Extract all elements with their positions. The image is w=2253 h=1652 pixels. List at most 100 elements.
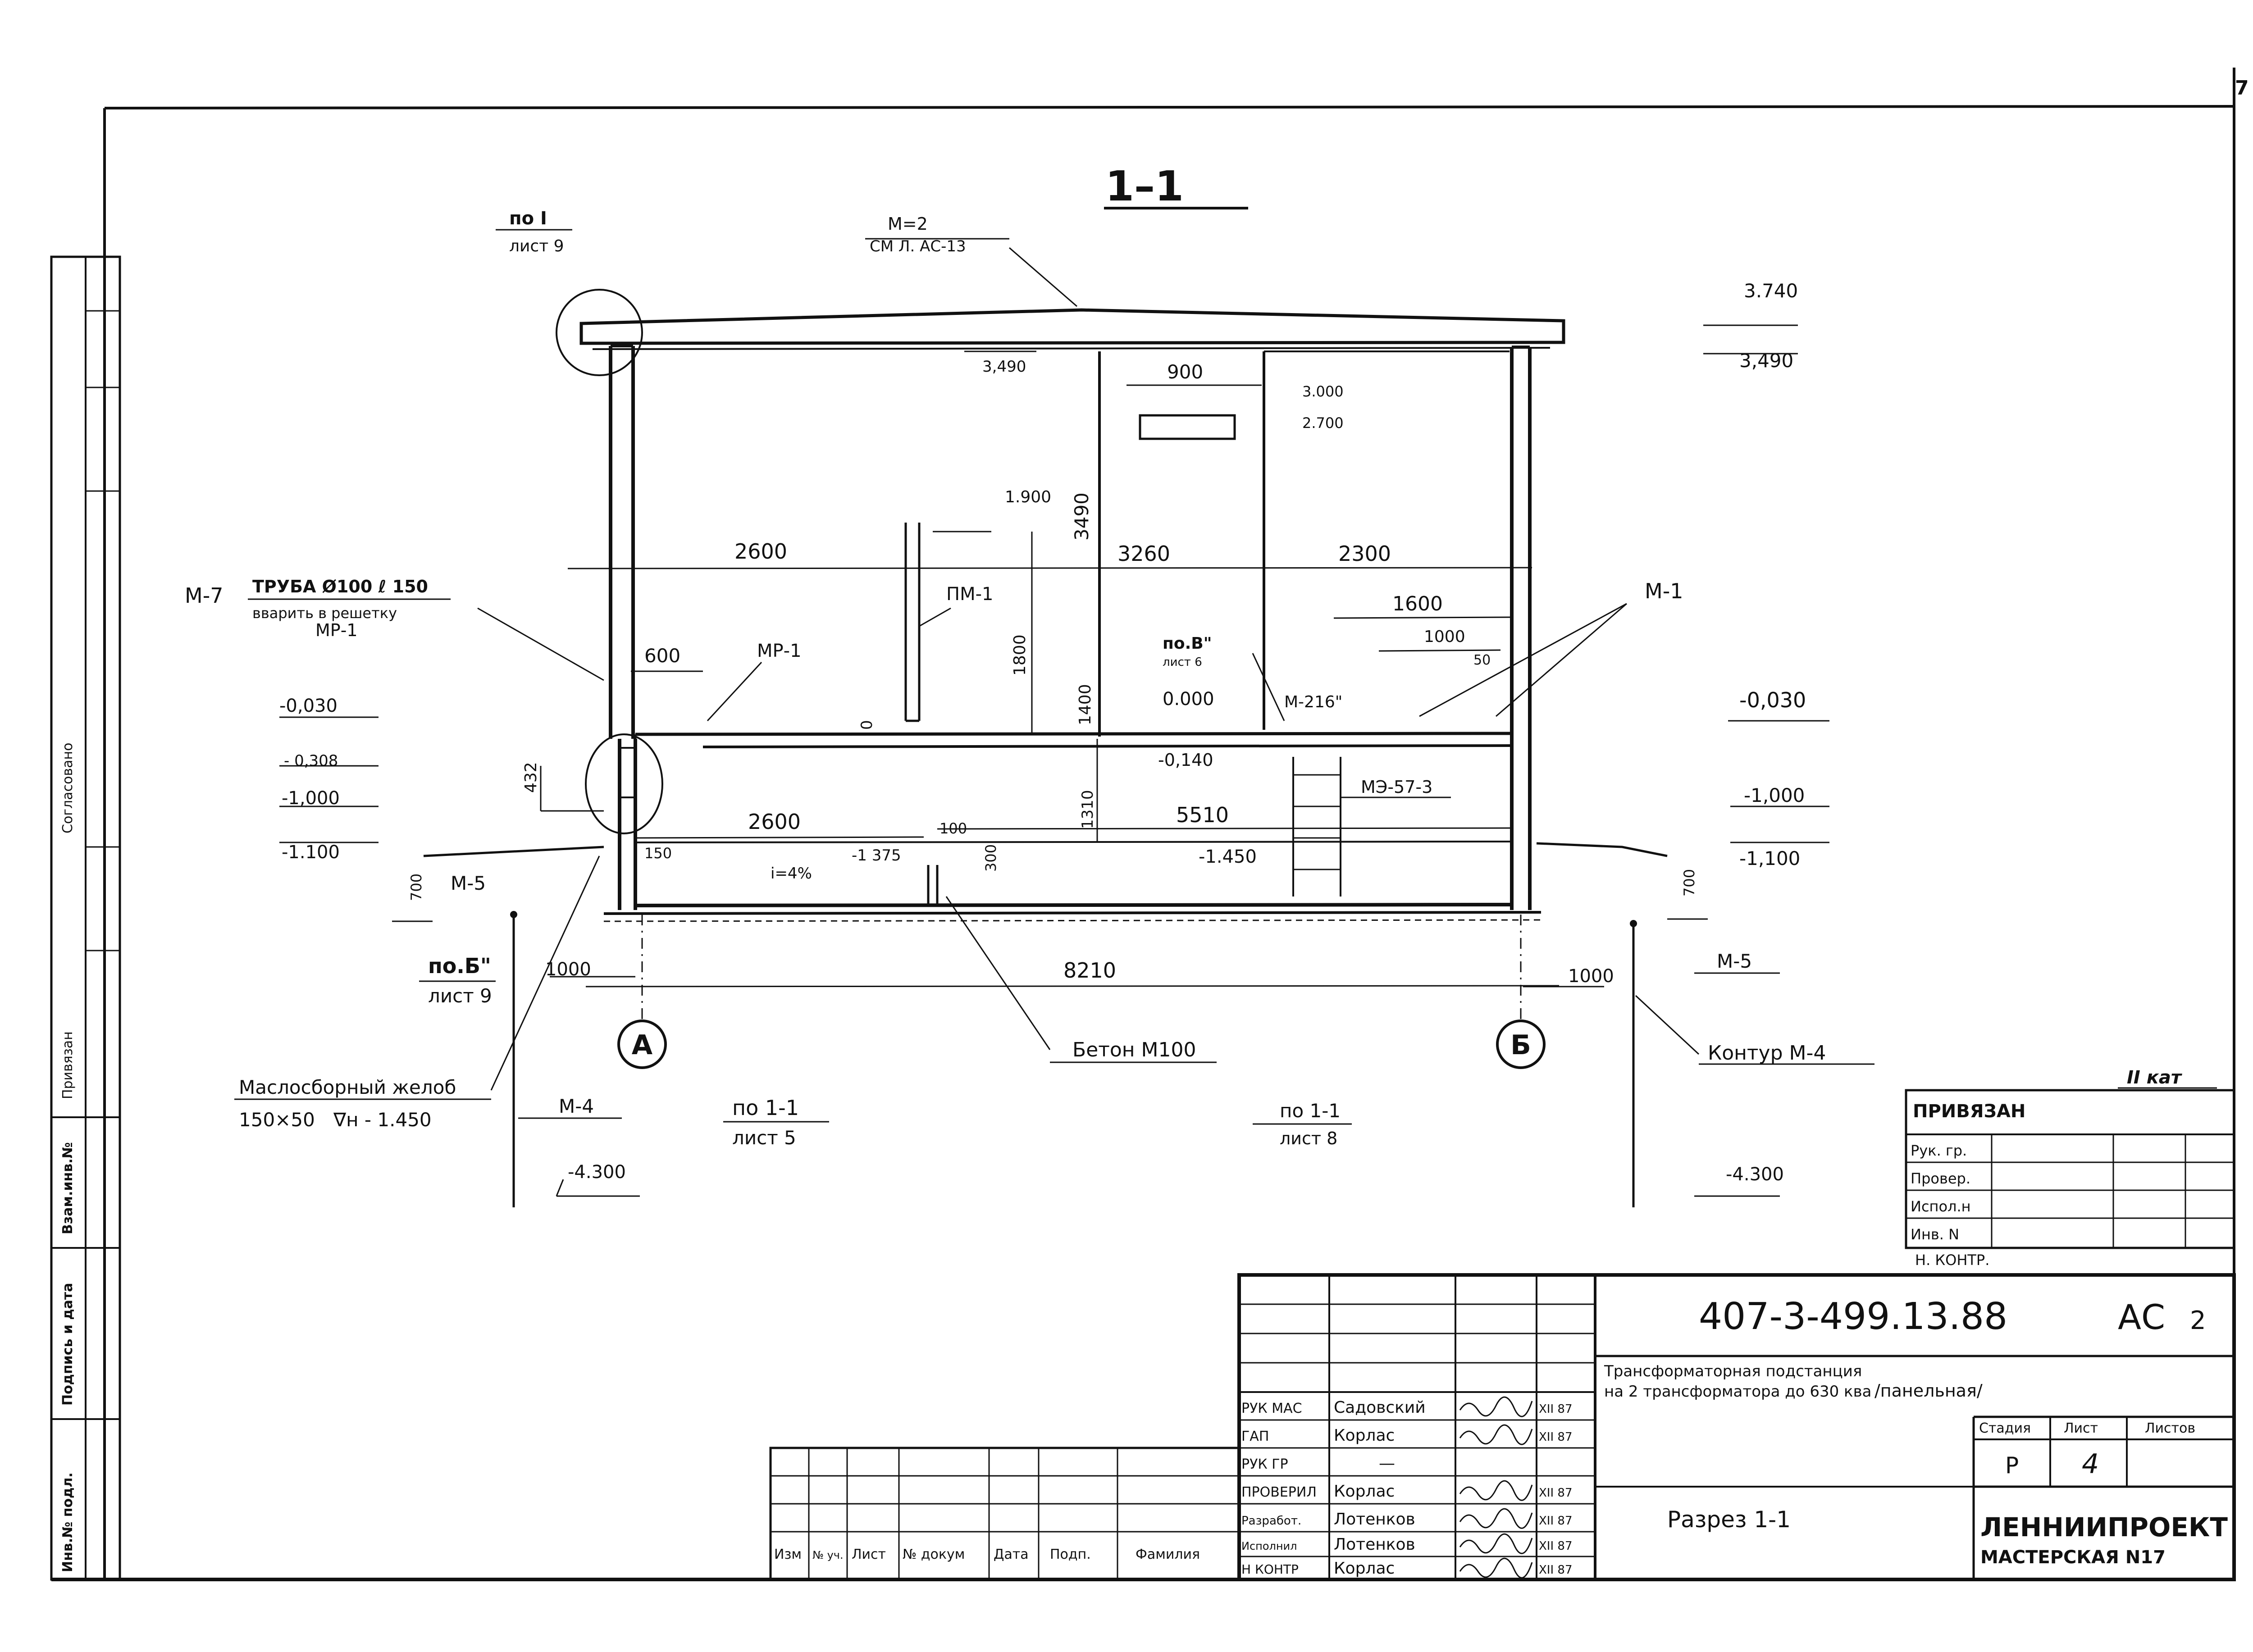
- ref-11-b: по 1-1: [1280, 1100, 1341, 1122]
- dim-1000-r: 1000: [1424, 628, 1465, 646]
- m2-ref: СМ Л. АС-13: [870, 237, 966, 255]
- title-block-grid: [769, 1273, 2236, 1581]
- person-role-1: ГАП: [1241, 1429, 1269, 1444]
- binding-stamp: [1905, 1089, 2235, 1249]
- side-label-agreed: Согласовано: [60, 742, 76, 833]
- dim-2600-top: 2600: [734, 539, 787, 564]
- stamp-row-1: Провер.: [1911, 1170, 1970, 1187]
- dim-3490-v: 3490: [1071, 492, 1093, 541]
- person-name-0: Садовский: [1334, 1398, 1426, 1417]
- ref-11-a-sheet: лист 5: [732, 1127, 796, 1149]
- dim-1310-v: 1310: [1079, 790, 1097, 829]
- ref-b-left-sheet: лист 9: [428, 985, 492, 1007]
- name-line2: на 2 трансформатора до 630 ква: [1604, 1383, 1871, 1401]
- dim-432: 432: [522, 762, 540, 793]
- rev-header-4: Дата: [994, 1547, 1029, 1562]
- rev-header-5: Подп.: [1050, 1547, 1091, 1562]
- name-line1: Трансформаторная подстанция: [1604, 1362, 1862, 1380]
- sheets-label: Листов: [2145, 1420, 2195, 1436]
- concrete-label: Бетон М100: [1072, 1038, 1196, 1061]
- dim-3260: 3260: [1117, 542, 1170, 566]
- sheet-label: Лист: [2064, 1420, 2098, 1436]
- leader-lines: [477, 247, 1700, 1091]
- level-left-m308: - 0,308: [284, 752, 338, 770]
- side-label-bound: Привязан: [60, 1031, 76, 1099]
- person-date-1: XII 87: [1539, 1430, 1573, 1444]
- m5-right-label: М-5: [1717, 950, 1752, 972]
- person-name-3: Корлас: [1334, 1482, 1395, 1501]
- level-left-m1100: -1.100: [282, 842, 340, 863]
- dim-50: 50: [1473, 652, 1491, 668]
- person-date-3: XII 87: [1539, 1486, 1573, 1500]
- m4-left-label: М-4: [559, 1095, 594, 1117]
- axis-b-label: Б: [1510, 1029, 1531, 1061]
- level-roof-right: 3,490: [1739, 350, 1793, 372]
- level-roof-top: 3.740: [1744, 280, 1798, 302]
- level-m1375: -1 375: [852, 846, 901, 865]
- dim-2600-low: 2600: [748, 810, 801, 834]
- name-line3: /панельная/: [1874, 1381, 1983, 1401]
- rev-header-3: № докум: [903, 1547, 965, 1562]
- m5-left-label: М-5: [451, 872, 486, 894]
- stamp-row-0: Рук. гр.: [1911, 1142, 1967, 1159]
- person-name-6: Корлас: [1334, 1559, 1395, 1578]
- dim-1800-v: 1800: [1011, 634, 1029, 676]
- ground-rods: [510, 911, 1637, 1207]
- rev-header-2: Лист: [852, 1547, 886, 1562]
- level-left-m4300: -4.300: [568, 1162, 626, 1183]
- dim-900: 900: [1167, 361, 1203, 383]
- drawing-title: Разрез 1-1: [1667, 1506, 1791, 1533]
- sheet-frame: [51, 68, 2235, 1581]
- ref-b-sheet6: по.В": [1163, 634, 1212, 653]
- stage-value: Р: [2005, 1452, 2019, 1479]
- person-role-6: Н КОНТР: [1241, 1562, 1299, 1577]
- oil-trough-level: ∇н - 1.450: [333, 1109, 432, 1131]
- m1-label: М-1: [1645, 579, 1683, 603]
- level-marks-right: [1694, 324, 1829, 1197]
- ref-11-a: по 1-1: [732, 1096, 799, 1120]
- axis-a: [617, 915, 667, 1069]
- person-name-2: —: [1379, 1454, 1395, 1473]
- dim-150: 150: [644, 845, 672, 862]
- dim-1600: 1600: [1392, 592, 1443, 615]
- level-pm-top: 1.900: [1005, 488, 1051, 506]
- stamp-row-3: Инв. N: [1911, 1226, 1959, 1243]
- person-role-2: РУК ГР: [1241, 1456, 1288, 1472]
- person-role-5: Исполнил: [1241, 1540, 1297, 1552]
- doc-code: 407-3-499.13.88: [1699, 1295, 2007, 1338]
- ref-b-left: по.Б": [428, 954, 491, 978]
- signature-scribbles: [1459, 1396, 1533, 1579]
- sheet-mark-no: 2: [2190, 1306, 2206, 1335]
- building-section: [423, 289, 1668, 922]
- m7-pipe: ТРУБА Ø100 ℓ 150: [252, 577, 428, 596]
- dim-700-left: 700: [408, 874, 425, 901]
- level-m1450: -1.450: [1199, 846, 1257, 867]
- level-ceiling-left: 3,490: [982, 358, 1026, 376]
- corner-mark: 7: [2235, 77, 2249, 100]
- contour-label: Контур М-4: [1708, 1042, 1826, 1065]
- rev-header-6: Фамилия: [1136, 1547, 1200, 1562]
- m2-label: М=2: [888, 214, 928, 234]
- level-right-m030: -0,030: [1739, 688, 1806, 712]
- person-name-4: Лотенков: [1334, 1510, 1415, 1529]
- workshop: МАСТЕРСКАЯ N17: [1980, 1547, 2166, 1568]
- dim-5510: 5510: [1176, 803, 1229, 827]
- stamp-row-2: Испол.н: [1911, 1198, 1971, 1215]
- pm1-label: ПМ-1: [946, 584, 993, 605]
- dimension-lines: [392, 350, 1708, 988]
- ref-I-sheet: лист 9: [509, 237, 564, 255]
- axis-a-label: А: [632, 1029, 653, 1061]
- stamp-footer: Н. КОНТР.: [1915, 1252, 1989, 1269]
- ref-11-b-sheet: лист 8: [1280, 1129, 1337, 1148]
- dim-0: 0: [858, 720, 876, 730]
- dim-300: 300: [982, 844, 999, 872]
- sheet-no-value: 4: [2082, 1448, 2099, 1480]
- m7-weld: вварить в решетку: [252, 605, 397, 622]
- oil-trough-size: 150×50: [239, 1109, 315, 1131]
- level-left-m030: -0,030: [279, 696, 337, 716]
- mr1-label: МР-1: [757, 641, 802, 661]
- m216-label: М-216": [1284, 693, 1342, 711]
- level-vent-bottom: 2.700: [1302, 414, 1344, 432]
- stamp-title: ПРИВЯЗАН: [1913, 1101, 2025, 1122]
